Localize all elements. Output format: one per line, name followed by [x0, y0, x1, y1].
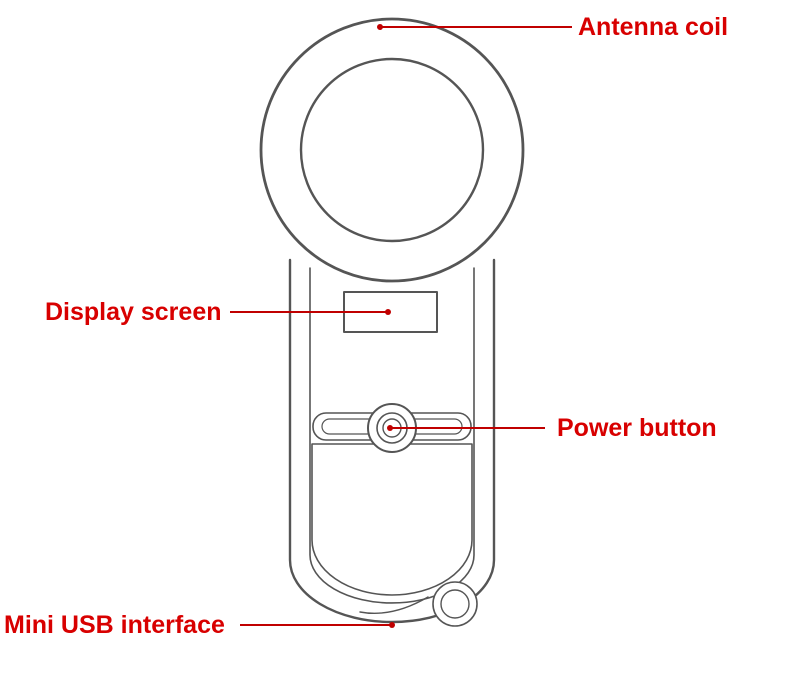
leader-dots [377, 24, 395, 628]
label-antenna-coil: Antenna coil [578, 13, 729, 41]
lanyard-ring [432, 581, 478, 627]
antenna-coil-inner [299, 57, 485, 243]
lid-panel [311, 443, 473, 596]
leader-lines [230, 26, 572, 626]
label-power-button: Power button [557, 414, 717, 442]
antenna-coil [259, 17, 525, 283]
label-mini-usb-interface: Mini USB interface [4, 611, 225, 639]
label-display-screen: Display screen [45, 298, 222, 326]
handle-outer [288, 258, 496, 624]
handle-inner [309, 267, 475, 604]
device-outline [259, 17, 525, 627]
